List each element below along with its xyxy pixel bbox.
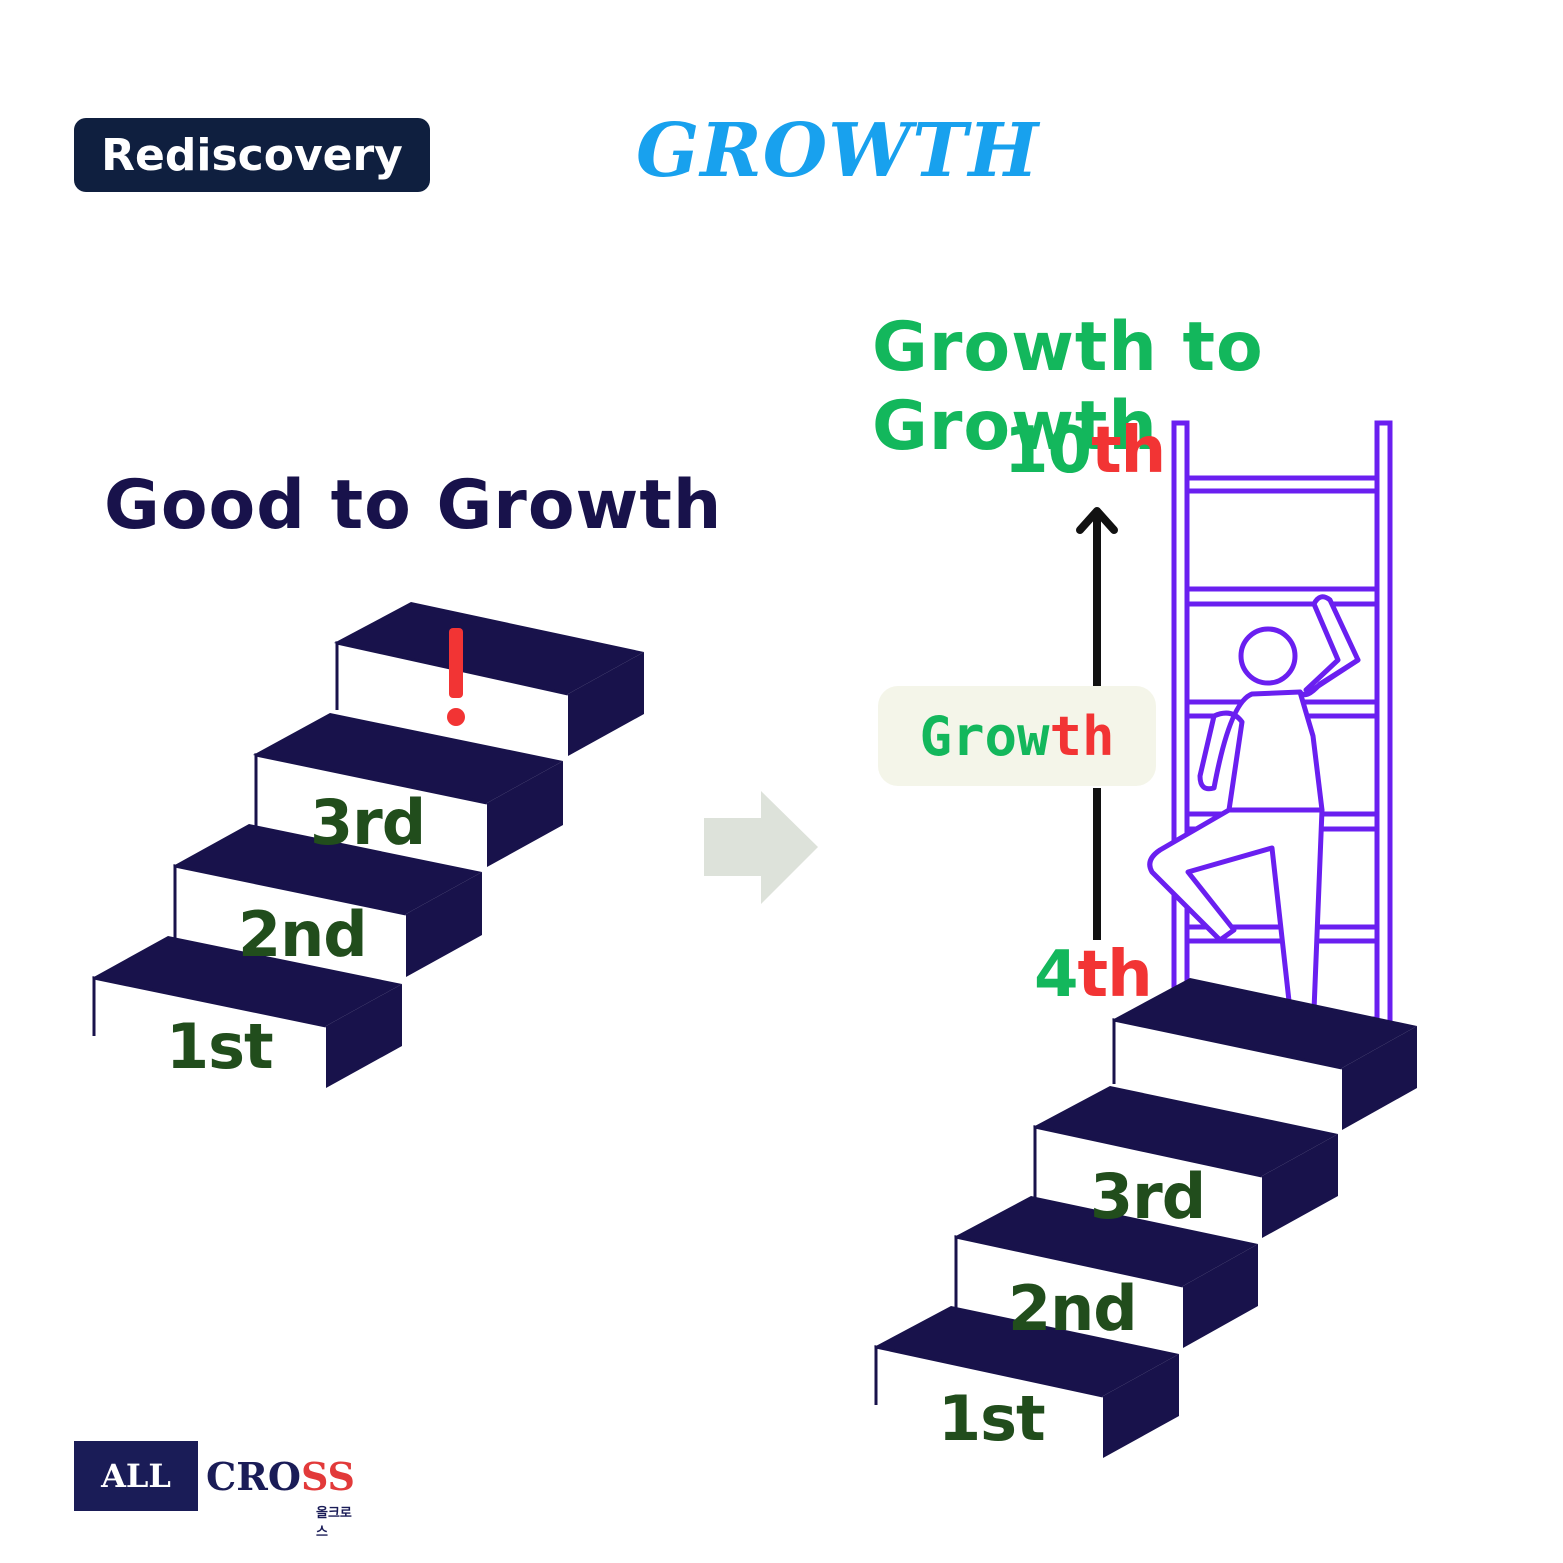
start-marker-suffix: th <box>1078 938 1152 1012</box>
left-heading: Good to Growth <box>104 466 722 545</box>
growth-label-main: Grow <box>919 705 1049 768</box>
start-marker: 4th <box>1034 938 1152 1012</box>
logo-korean: 올크로스 <box>316 1502 355 1540</box>
left-step-label-3: 3rd <box>310 786 425 859</box>
start-marker-number: 4 <box>1034 938 1078 1012</box>
logo-cross-text: CROSS 올크로스 <box>206 1454 355 1499</box>
allcross-logo: ALL CROSS 올크로스 <box>74 1440 355 1512</box>
left-step-label-1: 1st <box>166 1010 273 1083</box>
exclamation-icon <box>447 628 465 726</box>
growth-label-tail: th <box>1050 705 1115 768</box>
end-marker-number: 10 <box>1004 414 1091 488</box>
right-step-label-2: 2nd <box>1008 1272 1137 1345</box>
right-step-label-3: 3rd <box>1090 1160 1205 1233</box>
page-title: GROWTH <box>636 108 1039 194</box>
end-marker-suffix: th <box>1091 414 1165 488</box>
badge-label: Rediscovery <box>101 130 403 181</box>
logo-all-block: ALL <box>74 1441 198 1511</box>
logo-ss-part: SS <box>301 1454 355 1499</box>
logo-cross-part: CRO <box>206 1454 301 1499</box>
left-step-label-2: 2nd <box>238 898 367 971</box>
right-arrow-icon <box>704 791 818 904</box>
right-heading: Growth to Growth <box>872 308 1563 466</box>
climbing-person-icon <box>1150 597 1358 1010</box>
rediscovery-badge: Rediscovery <box>74 118 430 192</box>
right-step-label-1: 1st <box>938 1382 1045 1455</box>
end-marker: 10th <box>1004 414 1165 488</box>
